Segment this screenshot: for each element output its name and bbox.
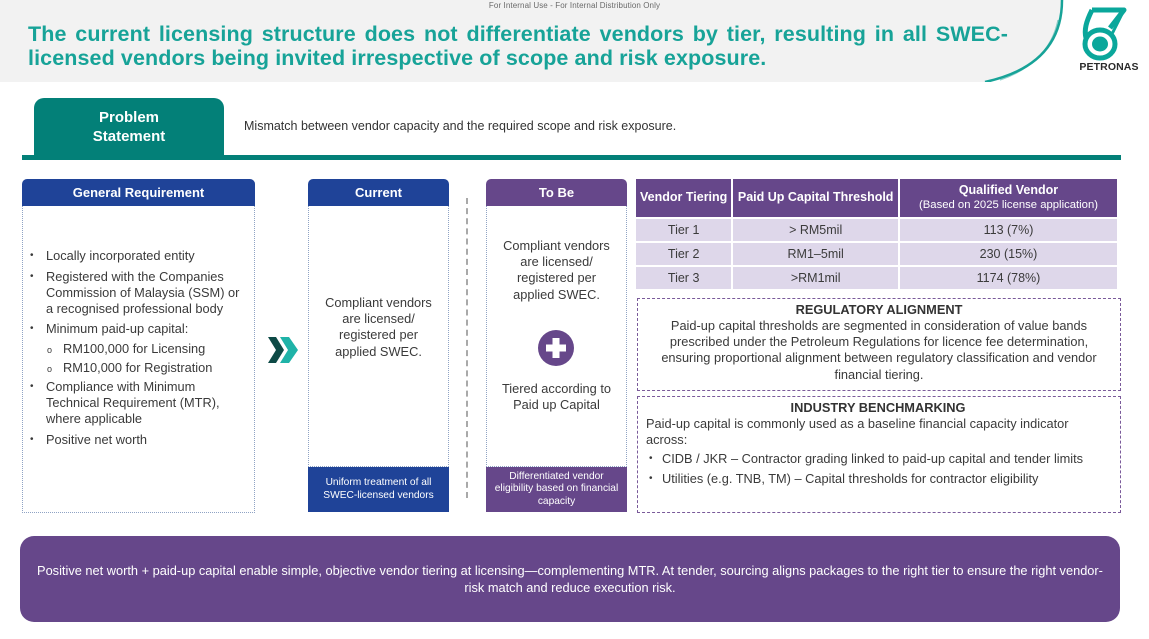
threshold-cell: > RM5mil xyxy=(733,219,898,241)
general-requirement-list: Locally incorporated entity Registered w… xyxy=(23,248,248,448)
page-title: The current licensing structure does not… xyxy=(28,22,1008,70)
problem-statement-divider xyxy=(22,155,1121,160)
tier-cell: Tier 3 xyxy=(636,267,732,289)
tier-cell: Tier 2 xyxy=(636,243,732,265)
table-row: Tier 1 > RM5mil 113 (7%) xyxy=(636,219,1117,241)
general-requirement-panel: General Requirement Locally incorporated… xyxy=(22,179,255,513)
classification-label: For Internal Use - For Internal Distribu… xyxy=(488,1,661,10)
to-be-heading: To Be xyxy=(486,179,627,206)
requirement-item: Compliance with Minimum Technical Requir… xyxy=(23,379,248,428)
benchmark-item: Utilities (e.g. TNB, TM) – Capital thres… xyxy=(646,471,1110,487)
qualified-vendor-cell: 230 (15%) xyxy=(900,243,1117,265)
header-background xyxy=(0,0,1149,82)
qualified-vendor-cell: 1174 (78%) xyxy=(900,267,1117,289)
current-panel: Current Compliant vendors are licensed/ … xyxy=(308,179,449,512)
column-header-label: Vendor Tiering xyxy=(640,190,728,205)
regulatory-alignment-box: REGULATORY ALIGNMENT Paid-up capital thr… xyxy=(637,298,1121,391)
logo-wordmark: PETRONAS xyxy=(1079,61,1139,73)
regulatory-alignment-title: REGULATORY ALIGNMENT xyxy=(795,302,963,317)
double-chevron-right-icon xyxy=(268,337,298,363)
to-be-panel: To Be Compliant vendors are licensed/ re… xyxy=(486,179,627,512)
benchmark-item: CIDB / JKR – Contractor grading linked t… xyxy=(646,451,1110,467)
key-message-banner: Positive net worth + paid-up capital ena… xyxy=(20,536,1120,622)
current-to-be-divider xyxy=(466,198,468,498)
column-header-label: Paid Up Capital Threshold xyxy=(737,190,894,205)
requirement-item: Positive net worth xyxy=(23,432,248,448)
to-be-body: Compliant vendors are licensed/ register… xyxy=(486,206,627,467)
current-footer: Uniform treatment of all SWEC-licensed v… xyxy=(308,467,449,512)
general-requirement-heading: General Requirement xyxy=(22,179,255,206)
vendor-tiering-table: Vendor Tiering Paid Up Capital Threshold… xyxy=(634,177,1119,291)
regulatory-alignment-text: Paid-up capital thresholds are segmented… xyxy=(661,318,1097,382)
plus-circle-icon xyxy=(538,330,574,366)
tier-cell: Tier 1 xyxy=(636,219,732,241)
problem-statement-tab: Problem Statement xyxy=(34,98,224,156)
petronas-logo-icon xyxy=(1082,7,1127,61)
problem-statement-text: Mismatch between vendor capacity and the… xyxy=(244,119,677,133)
problem-statement-label-line1: Problem xyxy=(98,109,159,126)
column-header-label: Qualified Vendor xyxy=(958,182,1059,197)
current-heading: Current xyxy=(308,179,449,206)
requirement-item: Minimum paid-up capital: xyxy=(23,321,248,337)
to-be-body-top-text: Compliant vendors are licensed/ register… xyxy=(503,238,610,302)
column-header-sublabel: (Based on 2025 license application) xyxy=(919,199,1098,211)
problem-statement-label-line2: Statement xyxy=(92,128,166,145)
industry-benchmarking-box: INDUSTRY BENCHMARKING Paid-up capital is… xyxy=(637,396,1121,513)
requirement-item: Registered with the Companies Commission… xyxy=(23,269,248,318)
table-row: Tier 2 RM1–5mil 230 (15%) xyxy=(636,243,1117,265)
qualified-vendor-cell: 113 (7%) xyxy=(900,219,1117,241)
industry-benchmarking-intro: Paid-up capital is commonly used as a ba… xyxy=(646,416,1069,448)
threshold-cell: RM1–5mil xyxy=(733,243,898,265)
current-body: Compliant vendors are licensed/ register… xyxy=(308,206,449,467)
current-body-text: Compliant vendors are licensed/ register… xyxy=(325,295,432,359)
industry-benchmarking-title: INDUSTRY BENCHMARKING xyxy=(790,400,966,415)
table-row: Tier 3 >RM1mil 1174 (78%) xyxy=(636,267,1117,289)
column-header-paid-up-capital: Paid Up Capital Threshold xyxy=(733,179,898,217)
column-header-qualified-vendor: Qualified Vendor (Based on 2025 license a… xyxy=(900,179,1117,217)
requirement-subitem: RM10,000 for Registration xyxy=(23,360,248,377)
threshold-cell: >RM1mil xyxy=(733,267,898,289)
to-be-footer: Differentiated vendor eligibility based … xyxy=(486,467,627,512)
industry-benchmarking-list: CIDB / JKR – Contractor grading linked t… xyxy=(646,451,1110,487)
requirement-subitem: RM100,000 for Licensing xyxy=(23,341,248,358)
general-requirement-body: Locally incorporated entity Registered w… xyxy=(22,206,255,513)
to-be-body-bottom-text: Tiered according to Paid up Capital xyxy=(501,381,612,413)
requirement-item: Locally incorporated entity xyxy=(23,248,248,264)
column-header-vendor-tiering: Vendor Tiering xyxy=(636,179,732,217)
key-message-text: Positive net worth + paid-up capital ena… xyxy=(37,563,1103,595)
table-header-row: Vendor Tiering Paid Up Capital Threshold… xyxy=(636,179,1117,217)
